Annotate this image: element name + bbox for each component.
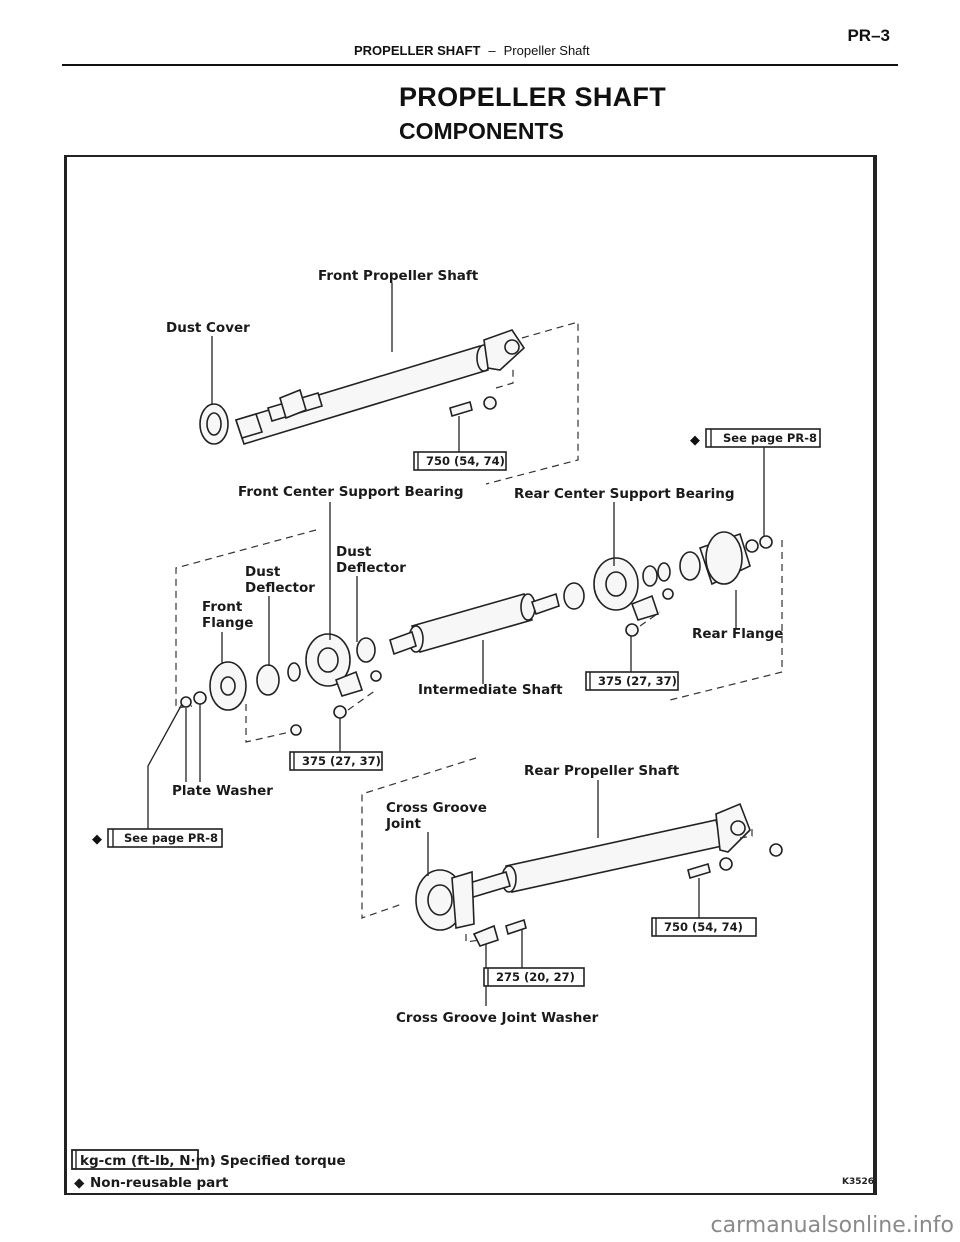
label-plate-washer: Plate Washer [172, 783, 273, 799]
see-page-box-top-right: ◆ See page PR-8 [690, 428, 821, 448]
non-reusable-diamond-icon-2: ◆ [92, 831, 102, 846]
non-reusable-diamond-icon: ◆ [690, 432, 700, 447]
torque-box-rear-shaft: 750 (54, 74) [651, 917, 757, 937]
label-cross-groove-joint-2: Joint [385, 816, 422, 832]
torque-box-cross-groove-washer: 275 (20, 27) [483, 967, 585, 987]
header-section: PROPELLER SHAFT [354, 43, 481, 58]
front-bearing-nut [290, 724, 302, 736]
torque-rear-shaft-bolt: 750 (54, 74) [664, 920, 743, 934]
legend-torque-desc: : Specified torque [210, 1153, 346, 1169]
page-header: PROPELLER SHAFT–Propeller Shaft PR–3 [62, 22, 898, 66]
figure-code: K3526 [842, 1177, 874, 1187]
front-bearing-washer [370, 670, 382, 682]
see-page-bottom-left-text: See page PR-8 [124, 831, 218, 845]
rear-center-bearing [563, 557, 671, 621]
label-front-flange-2: Flange [202, 615, 253, 631]
front-shaft-bolt-nut [449, 396, 497, 418]
label-dust-deflector-right-1: Dust [336, 544, 372, 560]
torque-box-rear-center-bearing: 375 (27, 37) [585, 671, 679, 691]
page-subtitle: COMPONENTS [399, 118, 564, 144]
label-front-propeller-shaft: Front Propeller Shaft [318, 268, 479, 284]
rear-shaft-bolt-nut [687, 843, 783, 880]
diagram-frame [64, 155, 877, 1195]
front-bearing-bolt [333, 705, 347, 719]
front-propeller-shaft [234, 329, 526, 445]
intermediate-shaft [389, 592, 560, 656]
torque-front-center-bearing: 375 (27, 37) [302, 754, 381, 768]
label-rear-center-support-bearing: Rear Center Support Bearing [514, 486, 735, 502]
see-page-box-bottom-left: ◆ See page PR-8 [92, 828, 223, 848]
label-front-center-support-bearing: Front Center Support Bearing [238, 484, 464, 500]
front-flange-part [180, 661, 247, 711]
rear-bearing-bolt [625, 623, 639, 637]
legend-torque-unit: kg-cm (ft-lb, N·m) [80, 1153, 216, 1169]
header-subsection: Propeller Shaft [503, 43, 590, 58]
header-breadcrumb: PROPELLER SHAFT–Propeller Shaft [354, 43, 590, 58]
rear-flange-part [679, 531, 773, 586]
legend-non-reusable-icon: ◆ [74, 1175, 85, 1191]
legend-non-reusable-desc: Non-reusable part [90, 1175, 229, 1191]
label-dust-cover: Dust Cover [166, 320, 250, 336]
rear-bearing-washer [662, 588, 674, 600]
label-cross-groove-joint-washer: Cross Groove Joint Washer [396, 1010, 599, 1026]
front-center-bearing [305, 633, 364, 697]
torque-box-front-shaft: 750 (54, 74) [413, 451, 507, 471]
label-dust-deflector-left-1: Dust [245, 564, 281, 580]
label-rear-flange: Rear Flange [692, 626, 783, 642]
label-dust-deflector-right-2: Deflector [336, 560, 406, 576]
label-dust-deflector-left-2: Deflector [245, 580, 315, 596]
label-intermediate-shaft: Intermediate Shaft [418, 682, 563, 698]
torque-front-shaft-bolt: 750 (54, 74) [426, 454, 505, 468]
label-front-flange-1: Front [202, 599, 243, 615]
rear-propeller-shaft [465, 802, 751, 899]
see-page-top-right-text: See page PR-8 [723, 431, 817, 445]
header-separator: – [488, 43, 496, 58]
page-number: PR–3 [847, 26, 890, 45]
label-rear-propeller-shaft: Rear Propeller Shaft [524, 763, 680, 779]
cross-groove-joint-part [415, 869, 475, 931]
torque-box-front-center-bearing: 375 (27, 37) [289, 751, 383, 771]
torque-rear-center-bearing: 375 (27, 37) [598, 674, 677, 688]
page-title: PROPELLER SHAFT [399, 82, 667, 112]
cross-groove-washer-part [472, 918, 527, 947]
dust-cover-part [199, 403, 229, 445]
torque-cross-groove-washer: 275 (20, 27) [496, 970, 575, 984]
legend: kg-cm (ft-lb, N·m) : Specified torque ◆ … [71, 1149, 874, 1191]
front-dust-deflectors [256, 637, 376, 696]
label-cross-groove-joint-1: Cross Groove [386, 800, 487, 816]
site-watermark: carmanualsonline.info [710, 1213, 954, 1238]
